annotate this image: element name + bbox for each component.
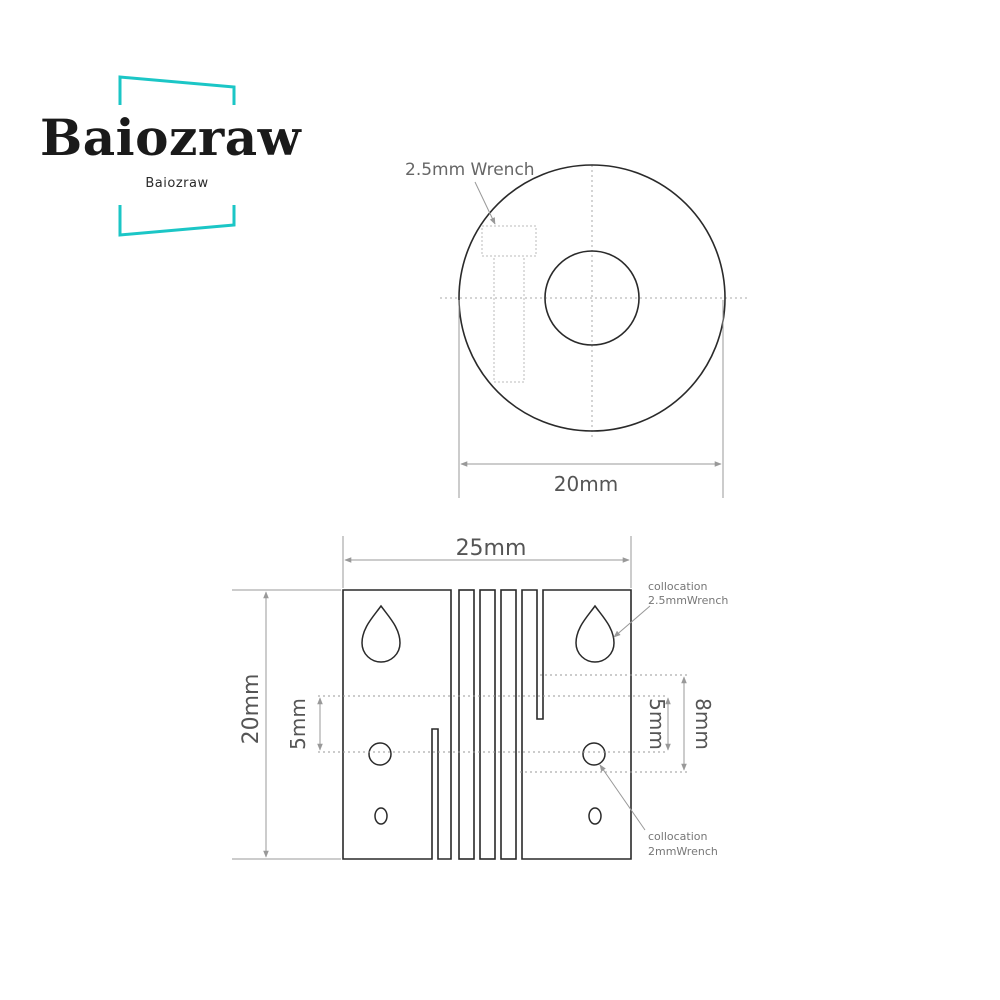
hidden-screw-shaft [493,255,525,383]
screw-hole-left [368,742,392,766]
diameter-label: 20mm [554,472,618,496]
top-view: 2.5mm Wrench 20mm [405,160,750,498]
note-bottom-line2: 2mmWrench [648,845,718,858]
slot-segment-3 [500,589,517,860]
wrench-leader [474,181,496,225]
note-bottom-line1: collocation [648,830,708,843]
slot-segment-2 [479,589,496,860]
note-top-line2: 2.5mmWrench [648,594,728,607]
height-label: 20mm [239,674,264,745]
hidden-screw-head [481,225,537,257]
small-hole-left [374,807,388,825]
wrench-label: 2.5mm Wrench [405,160,535,180]
bore-circle [544,250,640,346]
note-top-line1: collocation [648,580,708,593]
slot-segment-1 [458,589,475,860]
small-hole-right [588,807,602,825]
logo-bracket-top [118,75,236,105]
note-bottom-leader [599,764,646,831]
right-spacing-label: 5mm [645,698,669,750]
screw-hole-right [582,742,606,766]
right-offset-label: 8mm [691,698,715,750]
left-spacing-label: 5mm [286,698,310,750]
width-label: 25mm [456,536,527,561]
logo-bracket [118,75,236,237]
outer-circle [458,164,726,432]
coupling-body-right [521,589,632,860]
teardrop-hole-right [575,604,615,663]
side-view: 25mm 20mm 5mm 5mm 8mm collocation 2.5mmW… [232,536,728,860]
brand-subtitle: Baiozraw [145,176,209,191]
note-top-leader [613,605,651,638]
brand-title: Baiozraw [40,108,302,167]
logo-bracket-bottom [118,205,236,237]
coupling-body-outline [342,589,452,860]
teardrop-hole-left [361,604,401,663]
